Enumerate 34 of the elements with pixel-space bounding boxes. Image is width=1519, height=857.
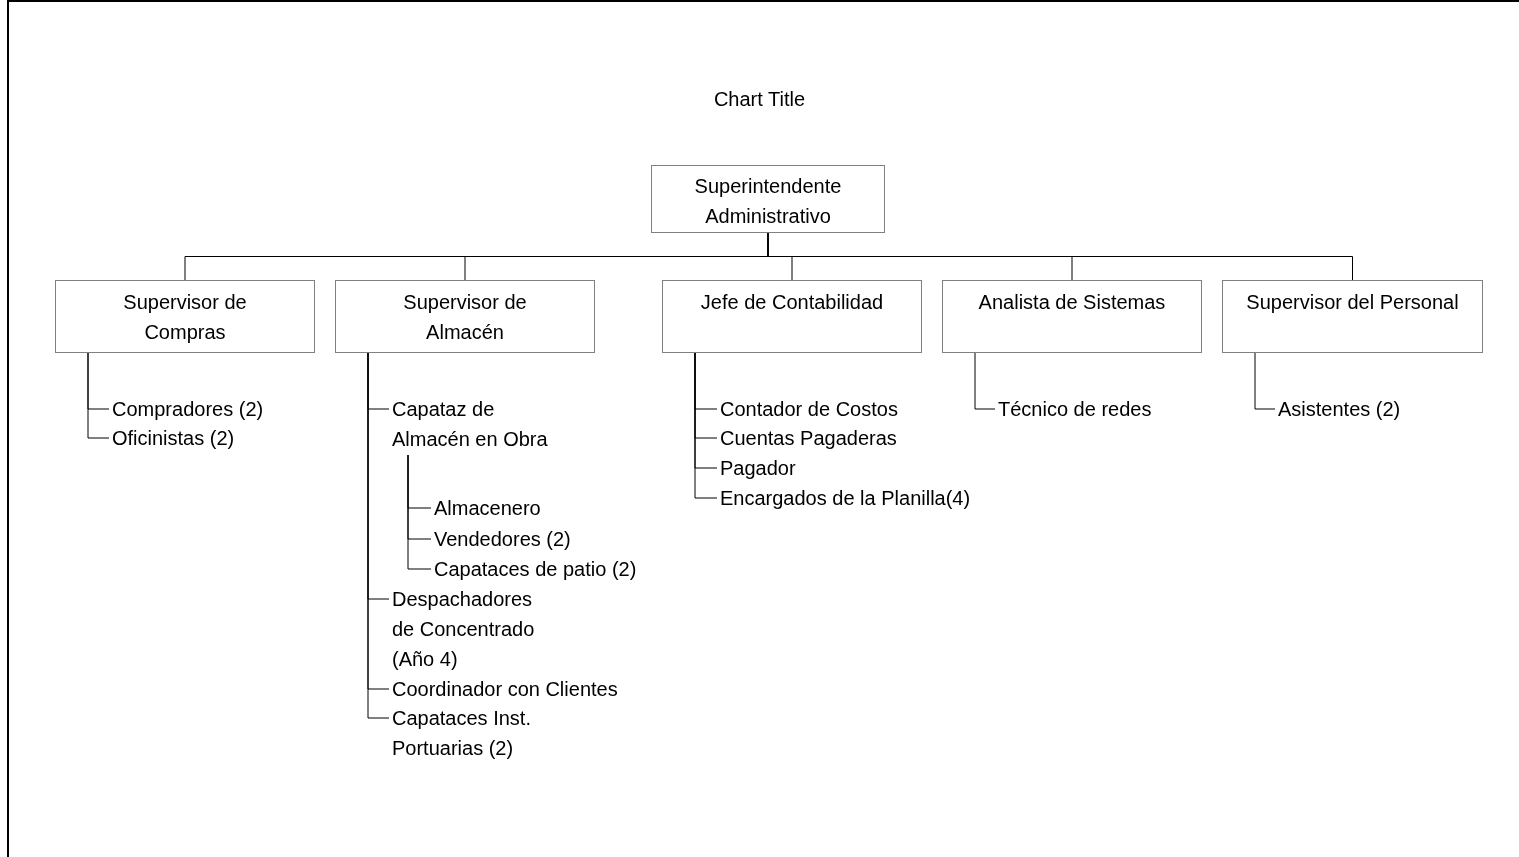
position-title: Supervisor de Almacén [402,290,528,345]
position-box [942,280,1202,353]
connector-line [87,352,110,439]
staff-label: Capataces Inst. Portuarias (2) [392,703,562,763]
staff-label: Cuentas Pagaderas [720,423,897,453]
staff-label: Capataces de patio (2) [434,554,637,584]
staff-label: Compradores (2) [112,394,264,424]
staff-label: Contador de Costos [720,394,898,424]
position-box [651,165,885,233]
position-title: Analista de Sistemas [978,290,1166,315]
staff-label: Coordinador con Clientes [392,674,618,704]
staff-label: Técnico de redes [998,394,1152,424]
staff-label: Encargados de la Planilla(4) [720,483,971,513]
chart-title: Chart Title [712,88,807,111]
position-title: Supervisor del Personal [1246,290,1459,315]
staff-label: Pagador [720,453,796,483]
connector-line [407,454,432,570]
position-title: Superintendente Administrativo [693,174,843,229]
position-box [1222,280,1483,353]
staff-label: Vendedores (2) [434,524,571,554]
position-title: Supervisor de Compras [122,290,248,345]
staff-label: Despachadores de Concentrado (Año 4) [392,584,557,674]
position-title: Jefe de Contabilidad [700,290,884,315]
staff-label: Almacenero [434,493,541,523]
position-box [335,280,595,353]
position-box [55,280,315,353]
position-box [662,280,922,353]
connector-line [1254,352,1276,410]
staff-label: Asistentes (2) [1278,394,1401,424]
connector-line [974,352,996,410]
staff-label: Capataz de Almacén en Obra [392,394,572,454]
connector-line [767,232,1353,281]
staff-label: Oficinistas (2) [112,423,235,453]
connector-line [694,352,718,499]
